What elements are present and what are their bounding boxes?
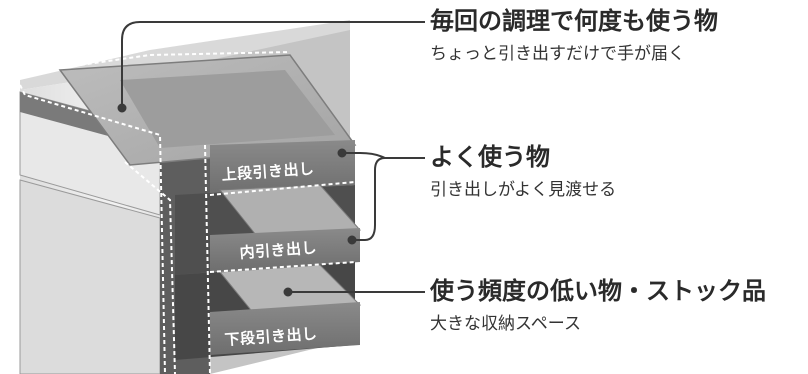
inner-drawer-front (210, 228, 360, 272)
leader-dot-bottom (283, 287, 293, 297)
callout-description-often: 引き出しがよく見渡せる (430, 180, 617, 200)
leader-dot-middle-upper (337, 148, 347, 158)
dashed-outline-upper-edge (209, 181, 356, 196)
callout-heading-rarely: 使う頻度の低い物・ストック品 (430, 277, 766, 305)
upper-drawer-front (210, 140, 355, 195)
leader-line-middle-lower (352, 157, 386, 241)
drawer-label-inner: 内引き出し (239, 239, 318, 262)
callout-frequent: 毎回の調理で何度も使う物 ちょっと引き出すだけで手が届く (430, 6, 718, 66)
callout-heading-frequent: 毎回の調理で何度も使う物 (430, 7, 718, 35)
dashed-outlines (19, 51, 356, 374)
upper-drawer-tray-inner (120, 70, 335, 148)
leader-dot-top (117, 103, 127, 113)
dashed-outline-lower-edge (209, 261, 356, 273)
dashed-outline-right (204, 144, 211, 374)
leader-line-top (121, 21, 425, 108)
dashed-outline-top (59, 51, 291, 69)
leader-lines (117, 21, 425, 297)
lower-drawer-front-panel (19, 179, 161, 374)
callout-often: よく使う物 引き出しがよく見渡せる (430, 142, 616, 202)
leader-dot-middle-lower (347, 235, 357, 245)
callout-heading-often: よく使う物 (430, 143, 550, 171)
callout-description-rarely: 大きな収納スペース (430, 314, 581, 334)
lower-drawer-front (210, 302, 360, 355)
upper-drawer (58, 54, 357, 195)
callout-rarely: 使う頻度の低い物・ストック品 大きな収納スペース (430, 276, 766, 336)
dashed-outline-mid (124, 161, 176, 374)
callout-description-frequent: ちょっと引き出すだけで手が届く (430, 44, 685, 64)
inner-drawer (175, 184, 362, 275)
lower-drawer (175, 262, 362, 360)
